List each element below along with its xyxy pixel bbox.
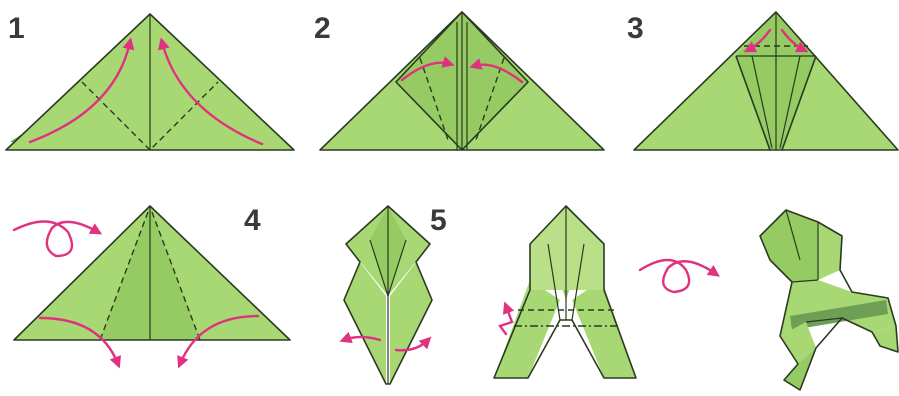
step-4-arrow-left <box>38 316 121 369</box>
frog-outline <box>759 209 899 391</box>
step-3-inner-crease-right <box>779 55 801 149</box>
frog-crease-4 <box>805 317 843 323</box>
step-2-fold-line-right <box>475 57 505 141</box>
step-1-figure <box>5 13 295 151</box>
step-5a-right-leg <box>390 262 432 384</box>
step-5a-left-leg <box>344 262 386 384</box>
step-5-figure-a <box>339 205 433 385</box>
step-3-figure <box>633 11 899 151</box>
step-4-figure <box>12 205 291 369</box>
step-1-arrow-right <box>158 37 264 146</box>
step-3-kite-right-edge <box>781 55 817 151</box>
step-5a-crease-right <box>387 239 407 297</box>
step-2-number: 2 <box>314 12 331 45</box>
step-5b-right-leg <box>572 280 636 378</box>
step-2-figure <box>319 11 605 151</box>
step-4-outline <box>13 205 291 341</box>
frog-crease-3 <box>785 209 801 261</box>
frog-crease-2 <box>791 279 819 283</box>
step-5b-crease-right <box>571 243 585 321</box>
frog-head-right <box>818 222 842 280</box>
step-4-arrow-right <box>177 314 260 369</box>
step-5-figure-b <box>493 205 637 379</box>
step-3-inner-crease-left <box>751 55 773 149</box>
step-5b-body <box>530 206 604 290</box>
step-5-number: 5 <box>430 204 447 237</box>
step-3-outline <box>633 11 899 151</box>
step-5a-arrow-right <box>394 336 432 352</box>
step-1-number: 1 <box>8 12 25 45</box>
step-5b-left-leg <box>494 280 560 378</box>
finished-frog <box>759 209 899 391</box>
step-3-kite-left-edge <box>735 55 771 151</box>
turn-over-arrow <box>638 258 720 294</box>
step-2-arrow-left <box>400 56 455 82</box>
frog-band <box>790 300 888 330</box>
step-3-arrow-left <box>743 28 772 53</box>
step-5a-crease-left <box>369 239 389 297</box>
step-5a-arrow-left <box>339 331 382 344</box>
step-3-number: 3 <box>627 12 644 45</box>
step-4-fold-line-right <box>151 211 201 341</box>
step-2-fold-line-left <box>419 57 449 141</box>
frog-front-leg <box>780 322 816 364</box>
step-4-turn-over-arrow <box>12 220 103 258</box>
step-5b-pleat-arrow <box>498 301 515 336</box>
step-2-arrow-right <box>469 58 524 84</box>
step-1-fold-lines <box>81 81 219 151</box>
step-3-arrow-right <box>780 28 809 53</box>
step-1-arrow-left <box>28 37 135 144</box>
step-5b-crease-left <box>547 243 561 321</box>
step-4-fold-line-left <box>99 211 149 341</box>
frog-front-foot <box>784 348 816 390</box>
step-4-number: 4 <box>244 204 261 237</box>
frog-back-leg <box>872 326 898 352</box>
